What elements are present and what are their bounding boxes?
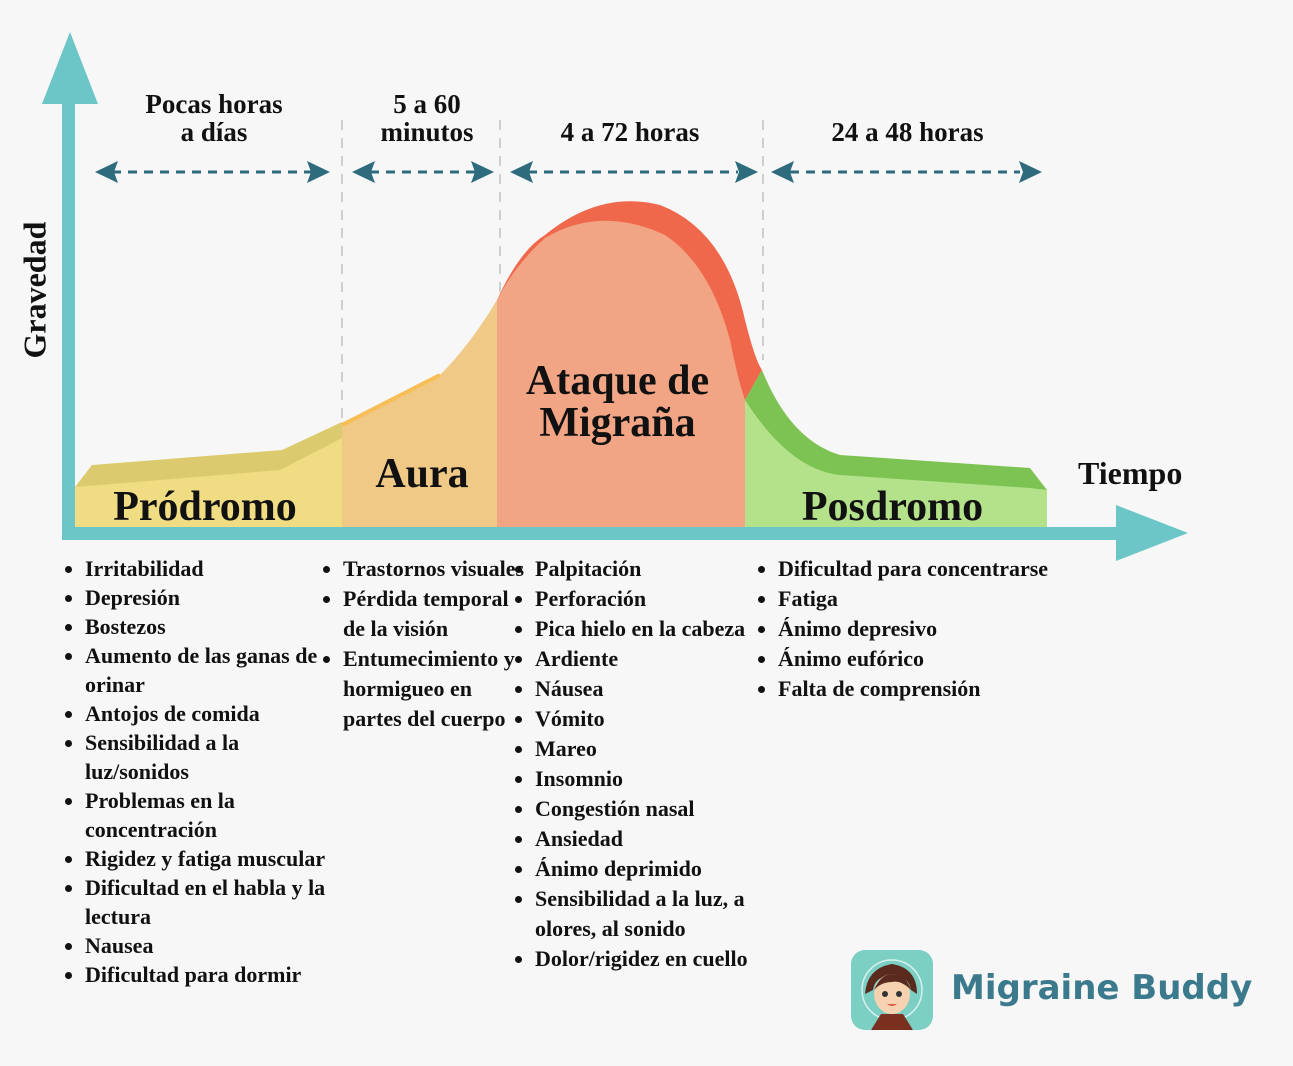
symptom-item: Dificultad para concentrarse (778, 554, 1108, 584)
arrowheads (95, 161, 1042, 183)
symptom-item: Vómito (535, 704, 775, 734)
y-axis (62, 90, 75, 540)
duration-posdromo: 24 a 48 horas (831, 117, 984, 147)
y-axis-arrowhead (42, 32, 98, 104)
symptom-item: Antojos de comida (85, 699, 335, 728)
aura-edge (341, 373, 441, 427)
prodromo-area-front (75, 438, 342, 528)
symptom-list-aura: Trastornos visualesPérdida temporal de l… (323, 554, 528, 734)
symptom-item: Náusea (535, 674, 775, 704)
symptom-item: Dificultad para dormir (85, 960, 335, 989)
ataque-area (497, 220, 745, 528)
duration-ataque: 4 a 72 horas (560, 117, 700, 147)
symptom-item: Nausea (85, 931, 335, 960)
symptom-item: Palpitación (535, 554, 775, 584)
symptom-item: Rigidez y fatiga muscular (85, 844, 335, 873)
symptom-item: Problemas en la concentración (85, 786, 335, 844)
x-axis (62, 527, 1132, 540)
symptom-item: Sensibilidad a la luz, a olores, al soni… (535, 884, 775, 944)
symptom-item: Trastornos visuales (343, 554, 528, 584)
symptom-item: Pérdida temporal de la visión (343, 584, 528, 644)
symptom-item: Ardiente (535, 644, 775, 674)
aura-area (342, 300, 497, 528)
brand-logo-icon (851, 950, 933, 1030)
posdromo-area (745, 400, 1047, 528)
axes (42, 32, 1188, 561)
symptom-item: Ánimo deprimido (535, 854, 775, 884)
symptom-item: Irritabilidad (85, 554, 335, 583)
symptom-item: Dificultad en el habla y la lectura (85, 873, 335, 931)
symptom-list-posdromo: Dificultad para concentrarseFatigaÁnimo … (758, 554, 1108, 704)
phase-label-aura: Aura (375, 451, 469, 497)
symptom-list-ataque: PalpitaciónPerforaciónPica hielo en la c… (515, 554, 775, 974)
symptom-item: Falta de comprensión (778, 674, 1108, 704)
symptom-item: Aumento de las ganas de orinar (85, 641, 335, 699)
symptom-item: Depresión (85, 583, 335, 612)
symptom-item: Perforación (535, 584, 775, 614)
symptom-item: Ansiedad (535, 824, 775, 854)
phase-label-prodromo: Pródromo (113, 484, 297, 530)
brand-name: Migraine Buddy (951, 968, 1253, 1008)
x-axis-arrowhead (1116, 505, 1188, 561)
symptom-item: Dolor/rigidez en cuello (535, 944, 775, 974)
phase-label-posdromo: Posdromo (801, 484, 984, 530)
symptom-item: Congestión nasal (535, 794, 775, 824)
symptom-item: Ánimo eufórico (778, 644, 1108, 674)
symptom-item: Bostezos (85, 612, 335, 641)
symptom-item: Fatiga (778, 584, 1108, 614)
symptom-item: Entumecimiento y hormigueo en partes del… (343, 644, 528, 734)
x-axis-label: Tiempo (1078, 455, 1183, 491)
phase-separators (341, 120, 764, 425)
symptom-item: Pica hielo en la cabeza (535, 614, 775, 644)
symptom-item: Ánimo depresivo (778, 614, 1108, 644)
symptom-item: Mareo (535, 734, 775, 764)
symptom-item: Insomnio (535, 764, 775, 794)
symptom-item: Sensibilidad a la luz/sonidos (85, 728, 335, 786)
symptom-list-prodromo: IrritabilidadDepresiónBostezosAumento de… (65, 554, 335, 989)
y-axis-label: Gravedad (16, 221, 53, 359)
